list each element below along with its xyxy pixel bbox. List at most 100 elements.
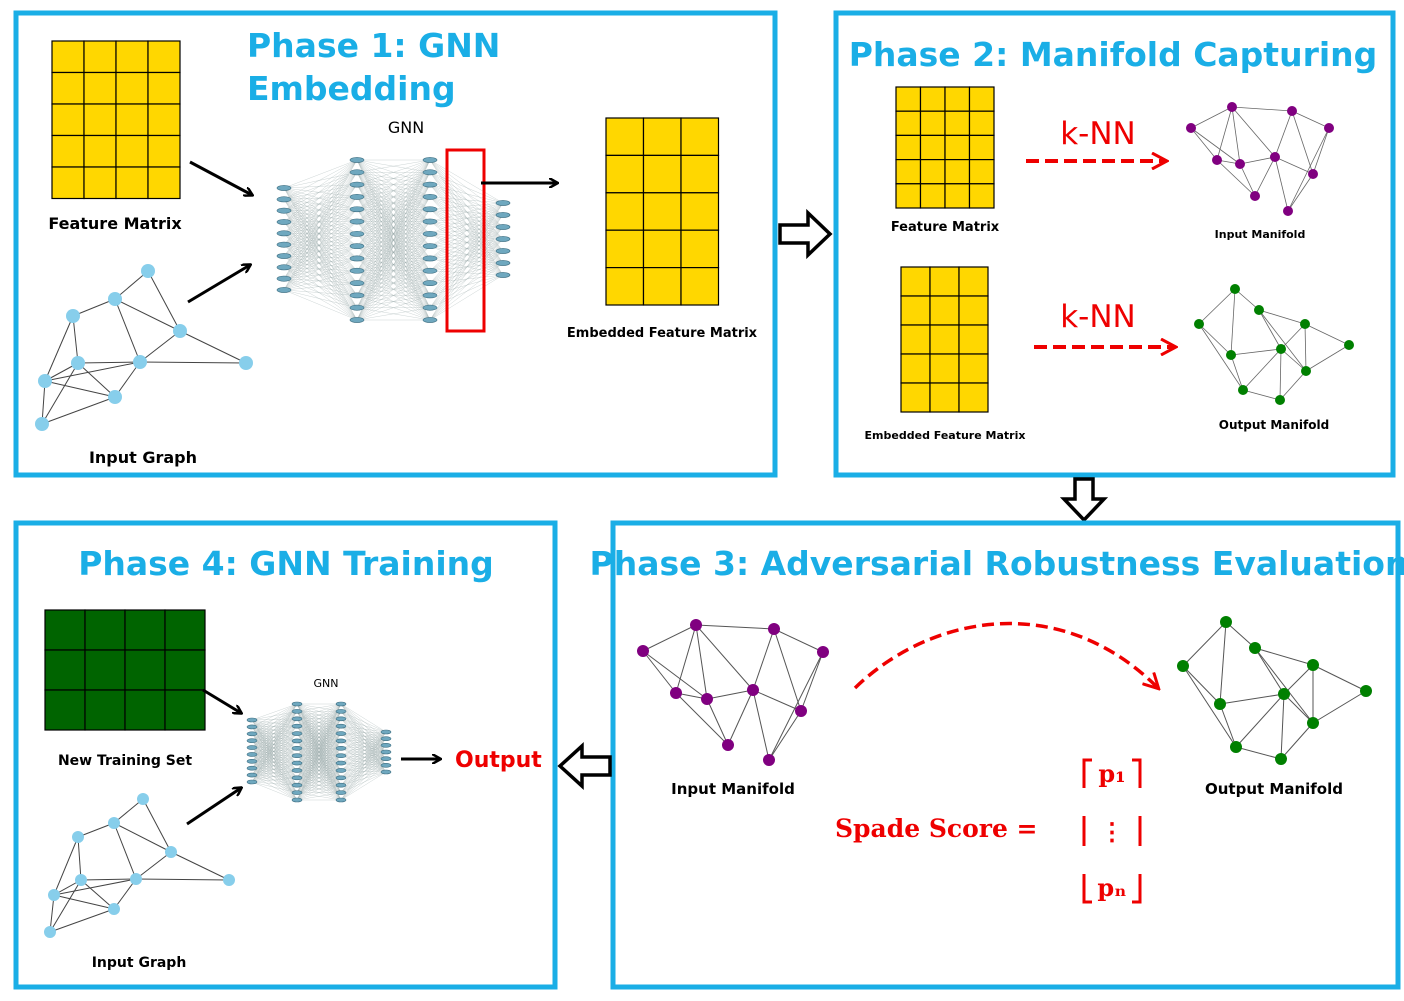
- network-connection: [283, 199, 358, 259]
- matrix-cell: [83, 71, 117, 105]
- graph-edge: [1287, 127, 1330, 212]
- network-neuron: [380, 743, 392, 748]
- graph-node: [1287, 106, 1297, 116]
- network-connection: [251, 740, 298, 755]
- network-connection: [340, 758, 387, 771]
- graph-edge: [1258, 309, 1306, 325]
- network-connection: [429, 196, 504, 204]
- network-connection: [340, 738, 387, 793]
- network-connection: [283, 209, 358, 234]
- network-neuron: [335, 775, 347, 781]
- network-connection: [251, 703, 298, 728]
- phase1-embedding-layer-highlight: [445, 148, 486, 333]
- network-connection: [251, 754, 298, 771]
- network-connection: [283, 209, 358, 223]
- network-connection: [283, 184, 358, 223]
- network-neuron: [495, 212, 511, 218]
- network-connection: [340, 762, 387, 766]
- network-connection: [340, 745, 387, 764]
- network-neuron: [291, 716, 303, 722]
- matrix-cell: [919, 159, 946, 185]
- graph-node: [670, 687, 682, 699]
- network-neuron: [335, 731, 347, 736]
- matrix-cell: [84, 689, 126, 731]
- graph-edge: [1235, 746, 1282, 760]
- network-neuron: [349, 169, 365, 176]
- network-connection: [340, 745, 387, 756]
- network-neuron: [349, 218, 365, 225]
- graph-edge: [72, 315, 79, 364]
- graph-edge: [139, 361, 247, 364]
- network-connection: [251, 733, 298, 755]
- graph-edge: [768, 651, 824, 761]
- matrix-cell: [147, 103, 181, 137]
- network-connection: [283, 209, 358, 245]
- network-connection: [251, 726, 298, 734]
- matrix-cell: [900, 353, 931, 384]
- graph-edge: [1254, 647, 1285, 695]
- network-connection: [356, 159, 431, 308]
- network-connection: [251, 740, 298, 771]
- graph-node: [763, 754, 775, 766]
- network-connection: [356, 159, 431, 247]
- network-connection: [356, 184, 431, 321]
- graph-edge: [114, 270, 149, 300]
- matrix-cell: [83, 40, 117, 74]
- network-neuron: [349, 157, 365, 163]
- network-connection: [283, 184, 358, 200]
- matrix-cell: [147, 71, 181, 105]
- network-connection: [251, 703, 298, 776]
- network-connection: [251, 747, 298, 764]
- network-neuron: [422, 157, 438, 163]
- graph-edge: [1219, 703, 1237, 748]
- graph-edge: [1258, 309, 1307, 372]
- network-connection: [283, 244, 358, 321]
- network-connection: [340, 731, 387, 764]
- graph-edge: [1274, 156, 1289, 212]
- network-connection: [283, 255, 358, 259]
- network-neuron: [495, 260, 511, 266]
- network-connection: [283, 199, 358, 284]
- graph-edge: [147, 270, 181, 332]
- network-connection: [251, 718, 298, 783]
- network-connection: [283, 278, 358, 308]
- network-connection: [429, 202, 504, 321]
- phase2-output-manifold: [1194, 284, 1354, 405]
- graph-edge: [80, 878, 137, 881]
- phase2-embedded-label: Embedded Feature Matrix: [865, 429, 1026, 442]
- graph-edge: [113, 878, 137, 910]
- network-connection: [283, 184, 358, 189]
- network-connection: [340, 740, 387, 759]
- network-neuron: [291, 709, 303, 714]
- network-connection: [283, 199, 358, 235]
- network-connection: [283, 246, 358, 291]
- network-connection: [356, 172, 431, 321]
- matrix-cell: [895, 183, 922, 209]
- network-connection: [340, 751, 387, 801]
- network-connection: [251, 770, 298, 776]
- matrix-cell: [929, 324, 960, 355]
- network-connection: [356, 159, 431, 271]
- network-connection: [251, 726, 298, 764]
- phase4-gnn-network: [246, 701, 392, 803]
- graph-edge: [41, 396, 116, 425]
- network-connection: [251, 740, 298, 786]
- graph-node: [108, 292, 122, 306]
- network-connection: [251, 703, 298, 748]
- network-connection: [283, 159, 358, 245]
- graph-edge: [77, 361, 141, 364]
- matrix-cell: [605, 192, 645, 231]
- matrix-cell: [968, 183, 995, 209]
- network-connection: [340, 755, 387, 759]
- network-connection: [340, 765, 387, 771]
- phase4-arrow-graph-to-gnn: [186, 788, 241, 826]
- network-connection: [296, 762, 342, 801]
- matrix-cell: [958, 353, 989, 384]
- phase1-feature-matrix: [51, 40, 181, 200]
- network-connection: [283, 159, 358, 223]
- matrix-cell: [968, 86, 995, 112]
- graph-edge: [1231, 106, 1293, 112]
- network-connection: [340, 711, 387, 739]
- graph-edge: [752, 689, 770, 761]
- graph-node: [1307, 717, 1319, 729]
